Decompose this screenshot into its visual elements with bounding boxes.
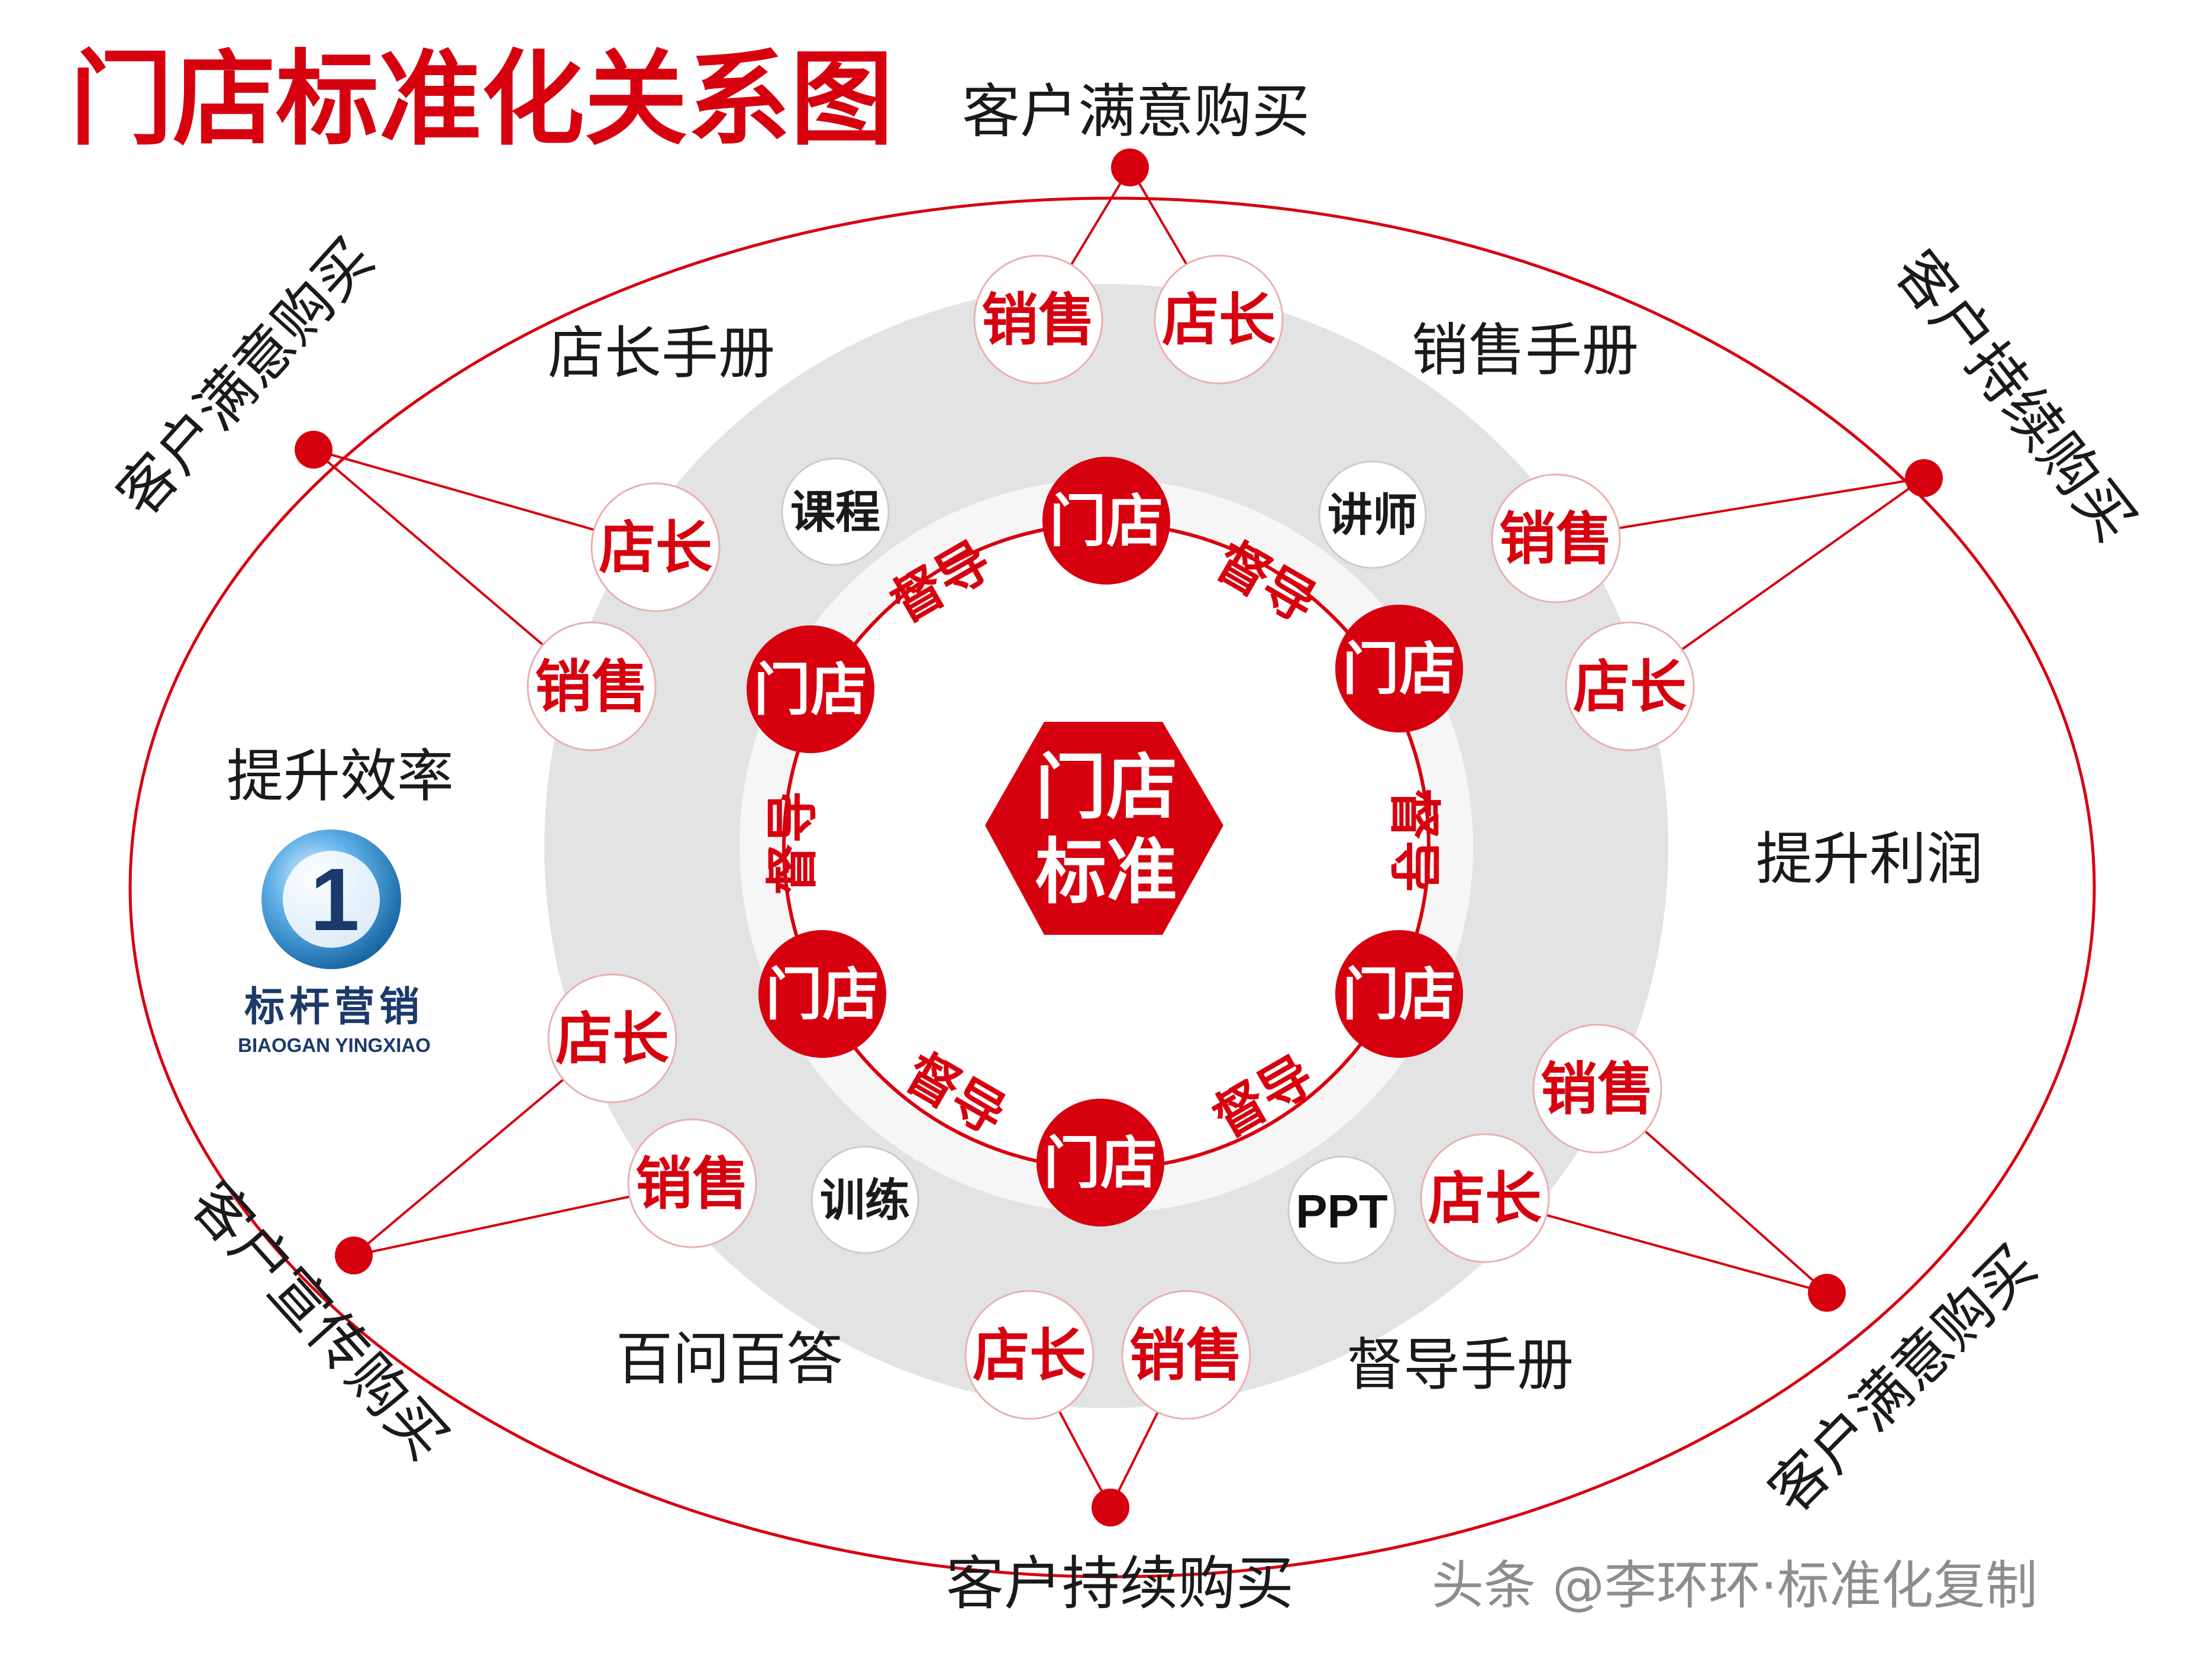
store-node-upper-right: 门店	[1335, 605, 1463, 732]
logo-numeral: 1	[310, 850, 359, 949]
supervisor-label-left: 督导	[762, 791, 823, 895]
role-node-manager-top: 店长	[1154, 254, 1284, 385]
svg-text:门店: 门店	[1044, 1130, 1157, 1196]
svg-text:销售: 销售	[535, 654, 648, 720]
qa-book-label: 百问百答	[616, 1326, 843, 1392]
item-node-lecturer: 讲师	[1318, 460, 1427, 569]
junction-dot-lower-right	[1808, 1274, 1846, 1312]
outer-label-upper-right: 客户持续购买	[1881, 238, 2149, 554]
svg-text:讲师: 讲师	[1328, 489, 1417, 541]
store-node-bottom: 门店	[1036, 1099, 1164, 1227]
svg-text:销售: 销售	[981, 287, 1095, 353]
item-node-ppt: PPT	[1287, 1156, 1396, 1264]
role-node-sales-upper-right: 销售	[1491, 473, 1621, 603]
watermark: 头条 @李环环·标准化复制	[1432, 1555, 2037, 1616]
outer-label-bottom: 客户持续购买	[946, 1550, 1294, 1618]
svg-text:销售: 销售	[1541, 1056, 1654, 1122]
diagram-title: 门店标准化关系图	[70, 40, 893, 160]
svg-text:门店: 门店	[1050, 488, 1163, 554]
center-label-line2: 标准	[1035, 831, 1177, 914]
junction-dot-upper-right	[1905, 459, 1943, 497]
svg-text:店长: 店长	[1573, 654, 1687, 720]
outer-junction-dots	[295, 149, 1943, 1526]
role-node-manager-lower-right: 店长	[1420, 1133, 1550, 1263]
store-node-lower-left: 门店	[758, 930, 886, 1058]
svg-text:销售: 销售	[635, 1151, 749, 1217]
role-node-sales-top: 销售	[973, 254, 1103, 385]
role-node-sales-bottom: 销售	[1121, 1290, 1251, 1420]
item-node-training: 训练	[810, 1145, 919, 1254]
outer-label-upper-left: 客户满意购买	[104, 225, 387, 529]
store-node-lower-right: 门店	[1335, 930, 1463, 1058]
junction-dot-top	[1111, 149, 1149, 186]
svg-text:门店: 门店	[1342, 636, 1456, 702]
svg-text:门店: 门店	[766, 961, 879, 1028]
center-hexagon	[985, 722, 1223, 935]
svg-text:课程: 课程	[790, 486, 880, 538]
svg-text:店长: 店长	[1162, 287, 1275, 353]
store-node-upper-left: 门店	[747, 625, 874, 753]
role-node-manager-upper-right: 店长	[1565, 621, 1695, 751]
profit-label: 提升利润	[1756, 826, 1983, 892]
outer-label-lower-left: 客户宣传购买	[177, 1169, 460, 1473]
store-manager-manual-label: 店长手册	[548, 320, 775, 386]
sales-manual-label: 销售手册	[1412, 317, 1639, 383]
item-node-course: 课程	[781, 457, 890, 566]
junction-dot-upper-left	[295, 431, 332, 469]
efficiency-label: 提升效率	[227, 743, 454, 809]
role-node-manager-bottom: 店长	[964, 1290, 1094, 1420]
junction-dot-lower-left	[335, 1237, 373, 1274]
supervisor-label-right: 督导	[1384, 788, 1445, 892]
junction-dot-bottom	[1092, 1489, 1129, 1526]
brand-logo: 1 标杆营销 BIAOGAN YINGXIAO	[238, 830, 431, 1056]
svg-text:门店: 门店	[754, 657, 867, 723]
outer-label-top: 客户满意购买	[962, 78, 1310, 146]
role-node-sales-lower-right: 销售	[1532, 1024, 1662, 1154]
svg-text:销售: 销售	[1499, 506, 1613, 572]
logo-en-text: BIAOGAN YINGXIAO	[238, 1034, 431, 1056]
svg-text:销售: 销售	[1129, 1322, 1243, 1389]
svg-text:店长: 店长	[556, 1006, 669, 1072]
svg-text:PPT: PPT	[1296, 1185, 1388, 1238]
logo-cn-text: 标杆营销	[244, 984, 424, 1031]
svg-text:店长: 店长	[973, 1322, 1086, 1389]
svg-text:门店: 门店	[1342, 961, 1456, 1028]
svg-text:店长: 店长	[599, 515, 712, 581]
role-node-manager-upper-left: 店长	[590, 482, 721, 612]
store-node-top: 门店	[1042, 457, 1170, 585]
center-label-line1: 门店	[1035, 747, 1177, 829]
role-node-sales-lower-left: 销售	[627, 1118, 757, 1248]
role-node-manager-lower-left: 店长	[547, 973, 677, 1103]
svg-text:店长: 店长	[1428, 1166, 1542, 1232]
svg-text:训练: 训练	[820, 1174, 910, 1227]
role-node-sales-upper-left: 销售	[527, 621, 657, 751]
supervisor-manual-label: 督导手册	[1346, 1332, 1574, 1398]
